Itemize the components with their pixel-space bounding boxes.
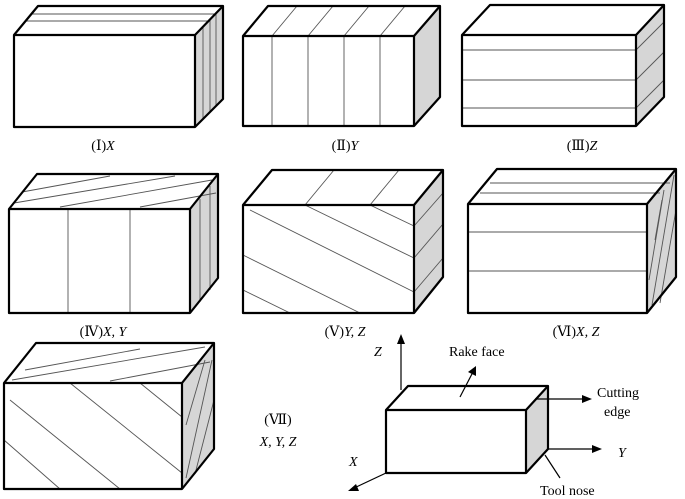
hatch-lines-3 (462, 21, 665, 109)
label-fig5: (Ⅴ)Y, Z (325, 325, 366, 340)
legend-rake-face: Rake face (449, 345, 505, 360)
block-7 (2, 341, 216, 491)
block-5 (241, 168, 445, 315)
block-4 (7, 172, 220, 315)
legend-z-axis: Z (374, 345, 382, 360)
legend-cutting-edge-2: edge (604, 405, 630, 420)
label-fig6: (Ⅵ)X, Z (553, 325, 600, 340)
label-fig2: (Ⅱ)Y (332, 139, 361, 154)
block-3 (460, 3, 666, 128)
block-2 (241, 4, 442, 128)
block-6 (466, 167, 678, 315)
legend-cutting-edge-1: Cutting (597, 386, 639, 401)
hatch-lines-2 (271, 5, 406, 126)
label-fig3: (Ⅲ)Z (567, 139, 598, 154)
hatch-lines-6 (468, 174, 677, 306)
label-fig1: (Ⅰ)X (91, 139, 115, 154)
reference-tool (348, 334, 602, 491)
legend-y-axis: Y (618, 446, 628, 461)
hatch-lines-1 (26, 12, 217, 119)
hatch-lines-5 (242, 169, 444, 314)
label-fig7-axes: X, Y, Z (259, 435, 297, 450)
block-1 (12, 4, 225, 129)
legend-tool-nose: Tool nose (540, 484, 595, 499)
label-fig7-roman: (Ⅶ) (264, 413, 292, 428)
label-fig4: (Ⅳ)X, Y (80, 325, 129, 340)
legend-x-axis: X (348, 455, 358, 470)
hatch-lines-7 (3, 346, 215, 490)
hatch-lines-4 (13, 175, 217, 313)
